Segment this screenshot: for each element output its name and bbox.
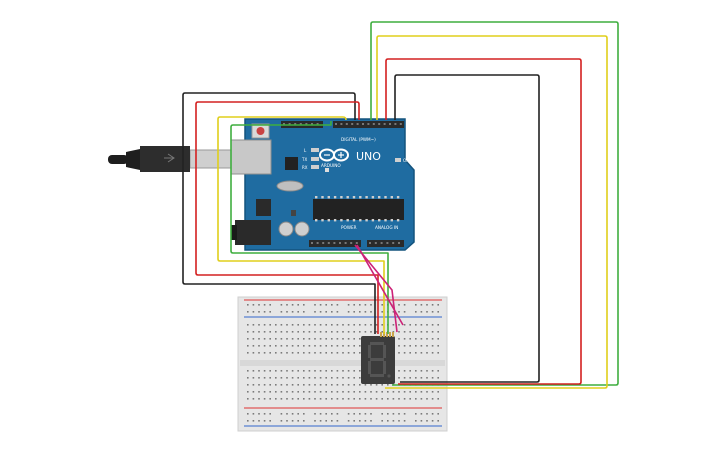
wires[interactable] — [182, 21, 619, 389]
capacitor-2 — [294, 221, 310, 237]
crystal-oscillator — [276, 180, 304, 192]
usb-cable-end — [108, 155, 128, 164]
dc-power-jack — [235, 220, 271, 245]
led-rx — [311, 165, 319, 169]
usb-symbol-icon — [164, 153, 175, 163]
digital-pin-holes — [283, 123, 402, 125]
arduino-logo-text: ARDUINO — [321, 163, 341, 168]
power-header-label: POWER — [341, 225, 357, 230]
led-rx-label: RX — [302, 165, 308, 170]
led-l-label: L — [304, 148, 307, 153]
analog-header[interactable] — [367, 240, 404, 247]
usb-interface-chip — [285, 157, 298, 170]
wire-yellow-right[interactable] — [376, 35, 608, 389]
breadboard[interactable] — [237, 296, 448, 432]
wire-green-right[interactable] — [370, 21, 619, 386]
usb-b-jack — [230, 139, 272, 175]
analog-header-label: ANALOG IN — [375, 225, 398, 230]
display-pins — [380, 332, 394, 337]
seven-segment-display[interactable] — [361, 332, 395, 384]
board-model-label: UNO — [356, 150, 381, 163]
bottom-power-rail-holes — [247, 413, 439, 422]
arduino-uno-board[interactable]: L TX RX ON ARDUINO UNO DIGITAL (PWM~) PO… — [230, 118, 415, 251]
wire-yellow-left[interactable] — [217, 116, 385, 334]
voltage-regulator — [256, 199, 271, 216]
atmega-microcontroller — [313, 199, 404, 220]
led-l — [311, 148, 319, 152]
wire-black-right[interactable] — [394, 74, 540, 383]
display-segments — [368, 342, 391, 378]
wire-green-left[interactable] — [230, 121, 389, 334]
led-tx — [311, 157, 319, 161]
reset-button-cap[interactable] — [256, 127, 265, 135]
wire-red-left[interactable] — [195, 101, 379, 334]
wire-black-left[interactable] — [182, 92, 376, 334]
bottom-pin-holes — [311, 242, 400, 244]
led-on-label: ON — [403, 158, 409, 163]
led-on — [395, 158, 401, 162]
usb-strain-relief — [126, 149, 140, 170]
microcontroller-pins — [315, 196, 400, 222]
breadboard-center-channel — [240, 360, 445, 366]
arduino-infinity-logo-icon — [319, 148, 349, 162]
wire-red-right[interactable] — [385, 58, 582, 385]
led-tx-label: TX — [301, 157, 307, 162]
usb-cable[interactable] — [108, 146, 236, 172]
usb-plug-housing — [140, 146, 190, 172]
wire-magenta-b[interactable] — [356, 244, 404, 326]
digital-header-label: DIGITAL (PWM~) — [341, 137, 376, 142]
wire-magenta-a[interactable] — [354, 244, 398, 333]
capacitor-1 — [278, 221, 294, 237]
